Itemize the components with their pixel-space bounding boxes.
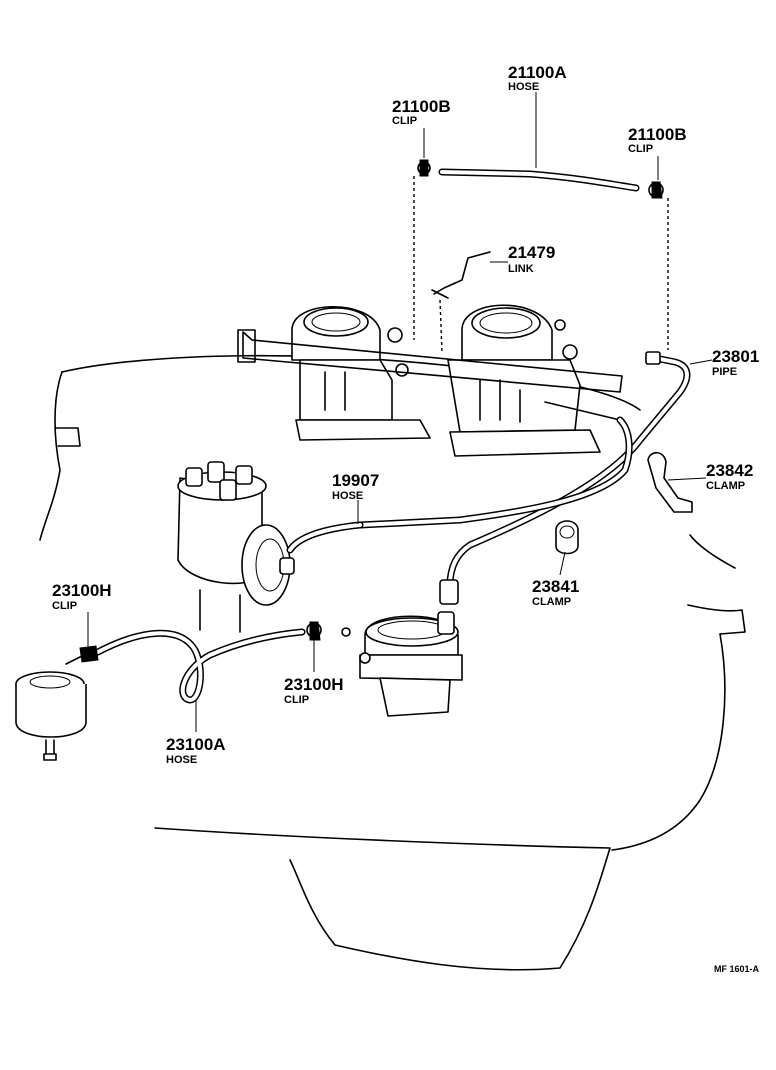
- svg-text:HOSE: HOSE: [166, 754, 197, 766]
- fuel-filter: [15, 671, 87, 761]
- label-21100B-right: 21100B CLIP: [628, 125, 687, 155]
- label-21479: 21479 LINK: [508, 243, 555, 275]
- hose-21100A: [438, 168, 640, 192]
- distributor: [177, 461, 295, 633]
- carburetor-left: [291, 305, 431, 441]
- svg-text:CLAMP: CLAMP: [532, 596, 571, 608]
- link-21479: [431, 251, 491, 299]
- svg-text:21100A: 21100A: [508, 63, 567, 82]
- clip-23100H-mid: [306, 621, 351, 641]
- svg-text:23100H: 23100H: [284, 675, 344, 694]
- carburetor-right: [447, 304, 601, 457]
- label-19907: 19907 HOSE: [332, 471, 379, 502]
- svg-text:CLAMP: CLAMP: [706, 480, 745, 492]
- svg-text:21479: 21479: [508, 243, 555, 262]
- engine-outline: [39, 354, 746, 971]
- label-21100A: 21100A HOSE: [508, 63, 567, 93]
- pipe-23801: [356, 351, 691, 605]
- svg-text:23841: 23841: [532, 577, 579, 596]
- svg-text:23100A: 23100A: [166, 735, 226, 754]
- label-23100A: 23100A HOSE: [166, 735, 226, 766]
- hose-19907: [286, 521, 364, 554]
- clip-21100B-left: [417, 159, 431, 177]
- label-23801: 23801 PIPE: [712, 347, 759, 378]
- label-21100B-left: 21100B CLIP: [392, 97, 451, 127]
- svg-text:HOSE: HOSE: [508, 81, 539, 93]
- carburetor-linkage-rod: [237, 329, 623, 421]
- svg-text:LINK: LINK: [508, 263, 534, 275]
- svg-text:21100B: 21100B: [628, 125, 687, 144]
- clamp-23842: [647, 451, 693, 513]
- svg-text:PIPE: PIPE: [712, 366, 737, 378]
- label-23100H-mid: 23100H CLIP: [284, 675, 344, 706]
- label-23100H-left: 23100H CLIP: [52, 581, 112, 612]
- clip-21100B-right: [648, 181, 664, 199]
- clip-23100H-left: [65, 645, 99, 665]
- svg-text:CLIP: CLIP: [628, 143, 653, 155]
- svg-text:HOSE: HOSE: [332, 490, 363, 502]
- clamp-23841: [555, 520, 579, 555]
- label-23842: 23842 CLAMP: [706, 461, 753, 492]
- svg-text:CLIP: CLIP: [284, 694, 309, 706]
- svg-text:CLIP: CLIP: [52, 600, 77, 612]
- svg-text:23801: 23801: [712, 347, 759, 366]
- svg-text:23100H: 23100H: [52, 581, 112, 600]
- svg-text:CLIP: CLIP: [392, 115, 417, 127]
- fuel-pump: [359, 611, 463, 717]
- svg-text:19907: 19907: [332, 471, 379, 490]
- label-23841: 23841 CLAMP: [532, 577, 579, 608]
- svg-text:21100B: 21100B: [392, 97, 451, 116]
- drawing-reference: MF 1601-A: [714, 964, 760, 974]
- svg-text:23842: 23842: [706, 461, 753, 480]
- hose-23100A: [94, 628, 306, 704]
- leader-lines: [87, 92, 713, 732]
